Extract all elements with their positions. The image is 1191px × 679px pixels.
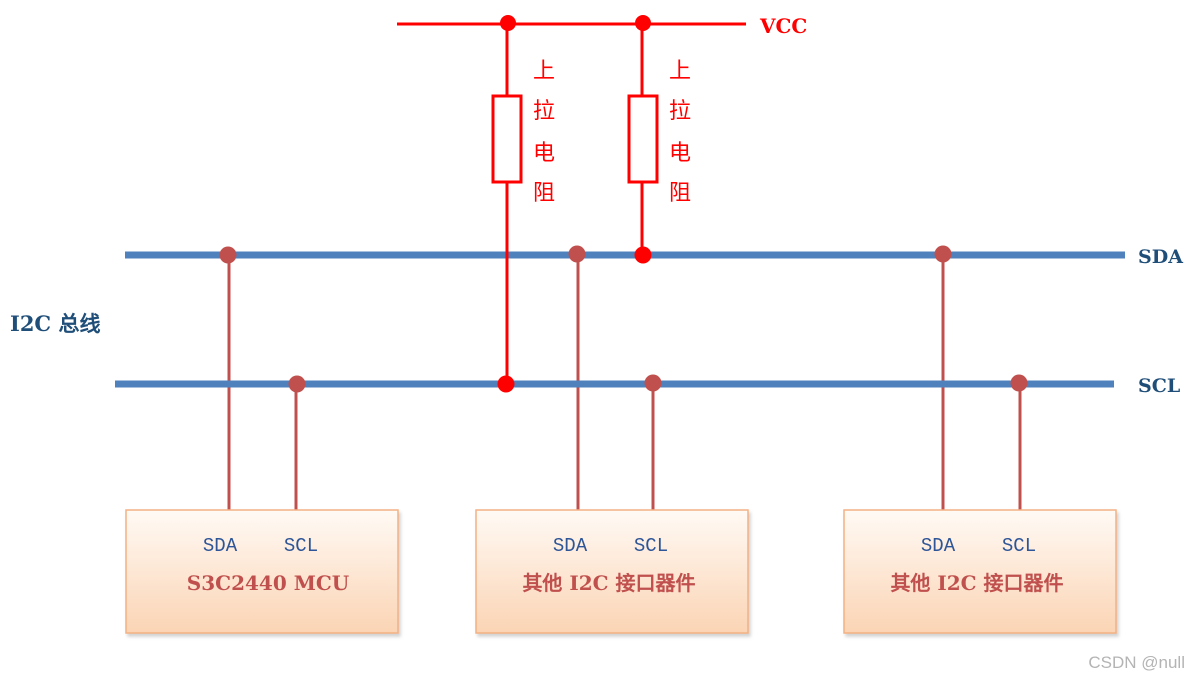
- scl-bus: SCL: [115, 375, 1180, 397]
- device-pin-scl: SCL: [284, 535, 318, 557]
- device-pin-sda: SDA: [921, 535, 956, 557]
- scl-bus-label: SCL: [1138, 375, 1180, 397]
- device-mcu: SDA SCL S3C2440 MCU: [125, 509, 399, 634]
- vcc-rail: VCC: [397, 14, 807, 38]
- bus-title: I2C 总线: [10, 311, 100, 336]
- dev1-sda-junction: [568, 245, 586, 263]
- device-name: 其他 I2C 接口器件: [522, 571, 695, 595]
- pullup-label-char: 阻: [533, 181, 555, 206]
- pullup-label-char: 上: [533, 59, 555, 84]
- pullup-label-char: 电: [669, 141, 691, 166]
- mcu-scl-junction: [288, 375, 306, 393]
- junction-dots: [219, 245, 1028, 393]
- sda-bus: SDA: [125, 246, 1183, 268]
- pullup-resistor-sda: 上 拉 电 阻: [627, 24, 691, 255]
- pullup-label-char: 阻: [669, 181, 691, 206]
- device-pin-sda: SDA: [203, 535, 238, 557]
- device-pin-scl: SCL: [1002, 535, 1036, 557]
- watermark: CSDN @null: [1088, 653, 1185, 672]
- dev1-scl-junction: [644, 374, 662, 392]
- sda-pullup-junction: [634, 246, 652, 264]
- resistor-body: [627, 94, 659, 184]
- device-name: 其他 I2C 接口器件: [890, 571, 1063, 595]
- dev2-scl-junction: [1010, 374, 1028, 392]
- device-other-2: SDA SCL 其他 I2C 接口器件: [843, 509, 1117, 634]
- vcc-label: VCC: [759, 14, 807, 38]
- device-name: S3C2440 MCU: [187, 571, 349, 595]
- pullup-resistor-scl: 上 拉 电 阻: [491, 24, 555, 392]
- vcc-junction-1: [500, 15, 516, 31]
- device-pin-scl: SCL: [634, 535, 668, 557]
- pullup-label-char: 上: [669, 59, 691, 84]
- pullup-label-char: 电: [533, 141, 555, 166]
- resistor-body: [491, 94, 523, 184]
- pullup-label-char: 拉: [533, 99, 555, 124]
- scl-pullup-junction-dot: [497, 375, 515, 393]
- dev2-sda-junction: [934, 245, 952, 263]
- vcc-junction-2: [635, 15, 651, 31]
- device-box: [475, 509, 749, 634]
- mcu-sda-junction: [219, 246, 237, 264]
- device-other-1: SDA SCL 其他 I2C 接口器件: [475, 509, 749, 634]
- device-pin-sda: SDA: [553, 535, 588, 557]
- pullup-label-char: 拉: [669, 99, 691, 124]
- device-box: [125, 509, 399, 634]
- sda-bus-label: SDA: [1138, 246, 1183, 268]
- device-box: [843, 509, 1117, 634]
